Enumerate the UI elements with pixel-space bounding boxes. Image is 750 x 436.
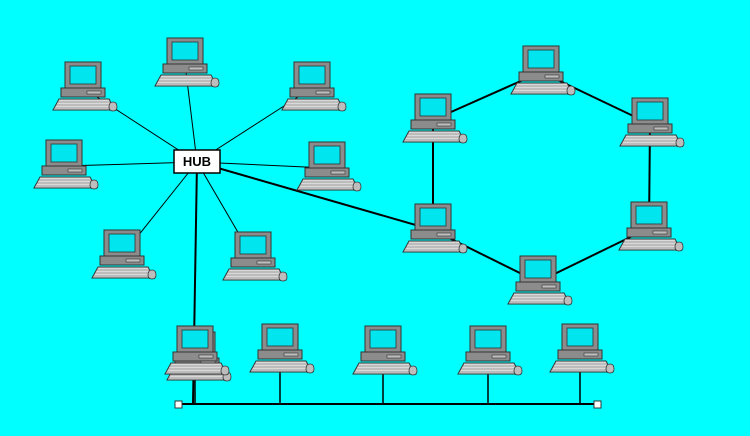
- hub-label: HUB: [183, 154, 211, 169]
- hub-box: [173, 149, 221, 174]
- bus-terminator-right: [593, 400, 602, 409]
- hub-to-ring-link: [196, 161, 434, 231]
- bus-terminator-left: [174, 400, 183, 409]
- hub: HUB: [173, 149, 221, 174]
